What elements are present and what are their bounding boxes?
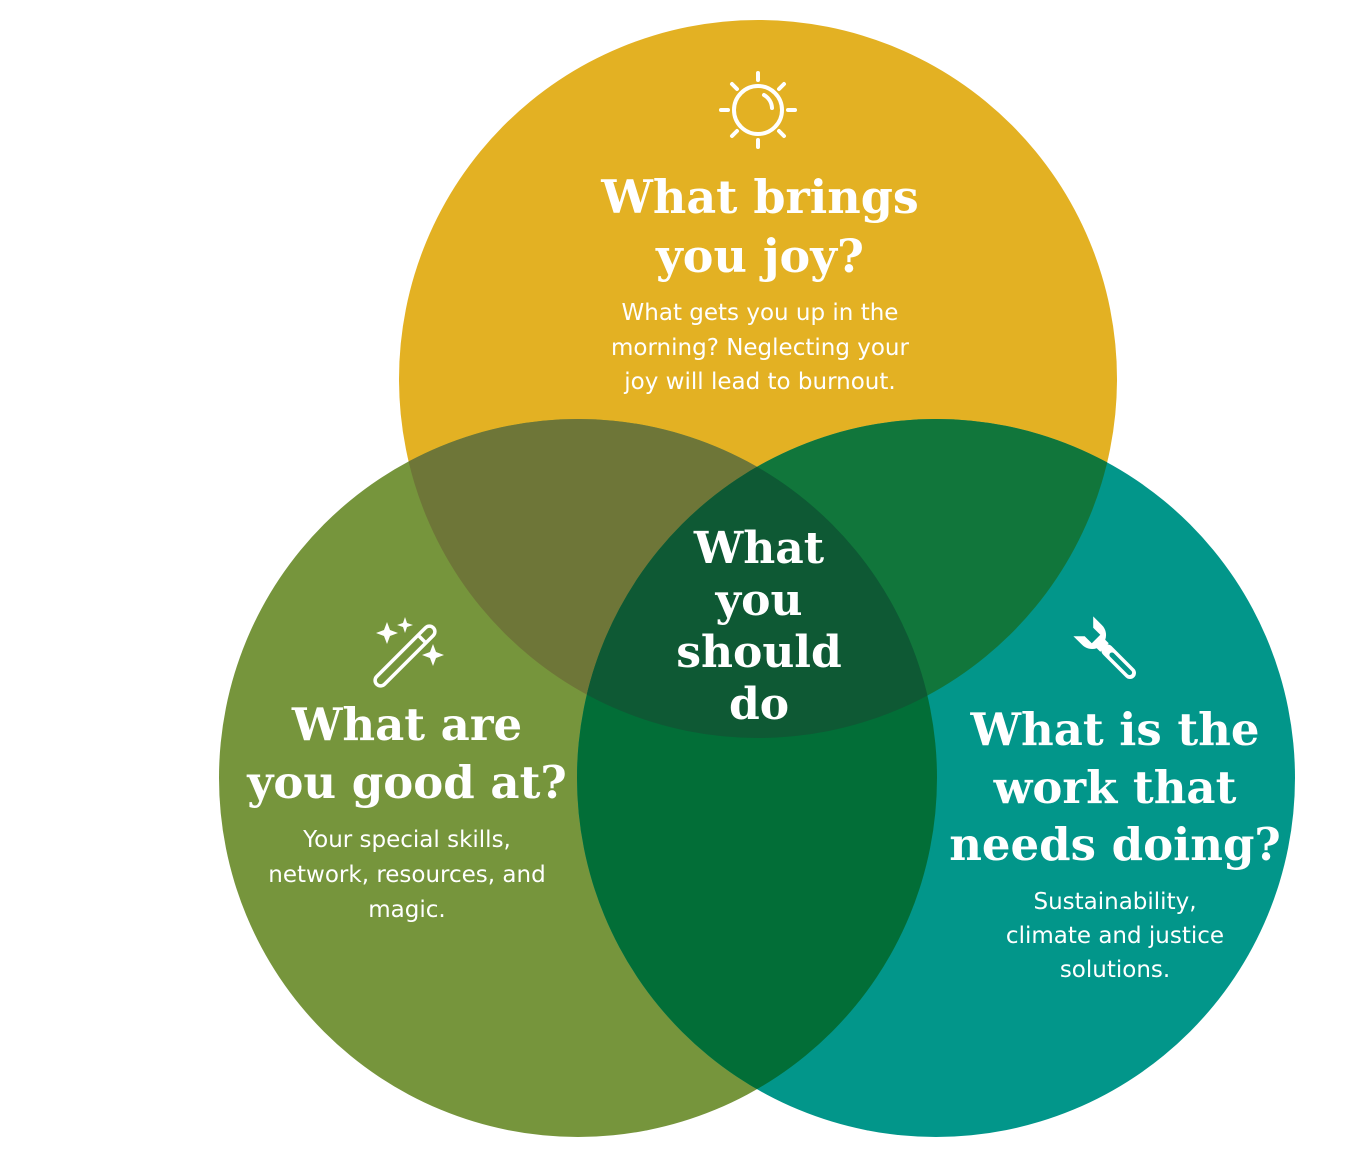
joy-label-group: What brings you joy? What gets you up in…: [600, 170, 919, 395]
work-heading-line-3: needs doing?: [949, 818, 1281, 871]
good-heading-line-1: What are: [291, 698, 522, 751]
joy-body-line-1: What gets you up in the: [622, 300, 899, 326]
magic-wand-icon: [373, 617, 444, 688]
joy-heading-line-2: you joy?: [655, 229, 864, 283]
good-label-group: What are you good at? Your special skill…: [246, 698, 566, 923]
joy-heading-line-1: What brings: [600, 170, 919, 224]
overlap-center: [577, 419, 937, 738]
joy-body-line-2: morning? Neglecting your: [611, 335, 909, 361]
joy-body-line-3: joy will lead to burnout.: [623, 369, 895, 395]
center-line-2: you: [715, 575, 803, 626]
good-body-line-2: network, resources, and: [268, 862, 545, 888]
work-body-line-1: Sustainability,: [1033, 889, 1196, 915]
work-body-line-3: solutions.: [1060, 957, 1170, 983]
center-label-group: What you should do: [676, 523, 842, 730]
sun-icon: [721, 73, 795, 147]
good-body-line-1: Your special skills,: [302, 827, 511, 853]
work-body-line-2: climate and justice: [1006, 923, 1224, 949]
good-heading-line-2: you good at?: [246, 756, 566, 809]
wrench-icon: [1073, 616, 1136, 679]
center-line-4: do: [729, 679, 789, 730]
work-label-group: What is the work that needs doing? Susta…: [949, 703, 1281, 983]
center-line-1: What: [693, 523, 825, 574]
center-line-3: should: [676, 627, 842, 678]
work-heading-line-1: What is the: [969, 703, 1259, 756]
good-body-line-3: magic.: [368, 897, 445, 923]
work-heading-line-2: work that: [993, 761, 1237, 814]
